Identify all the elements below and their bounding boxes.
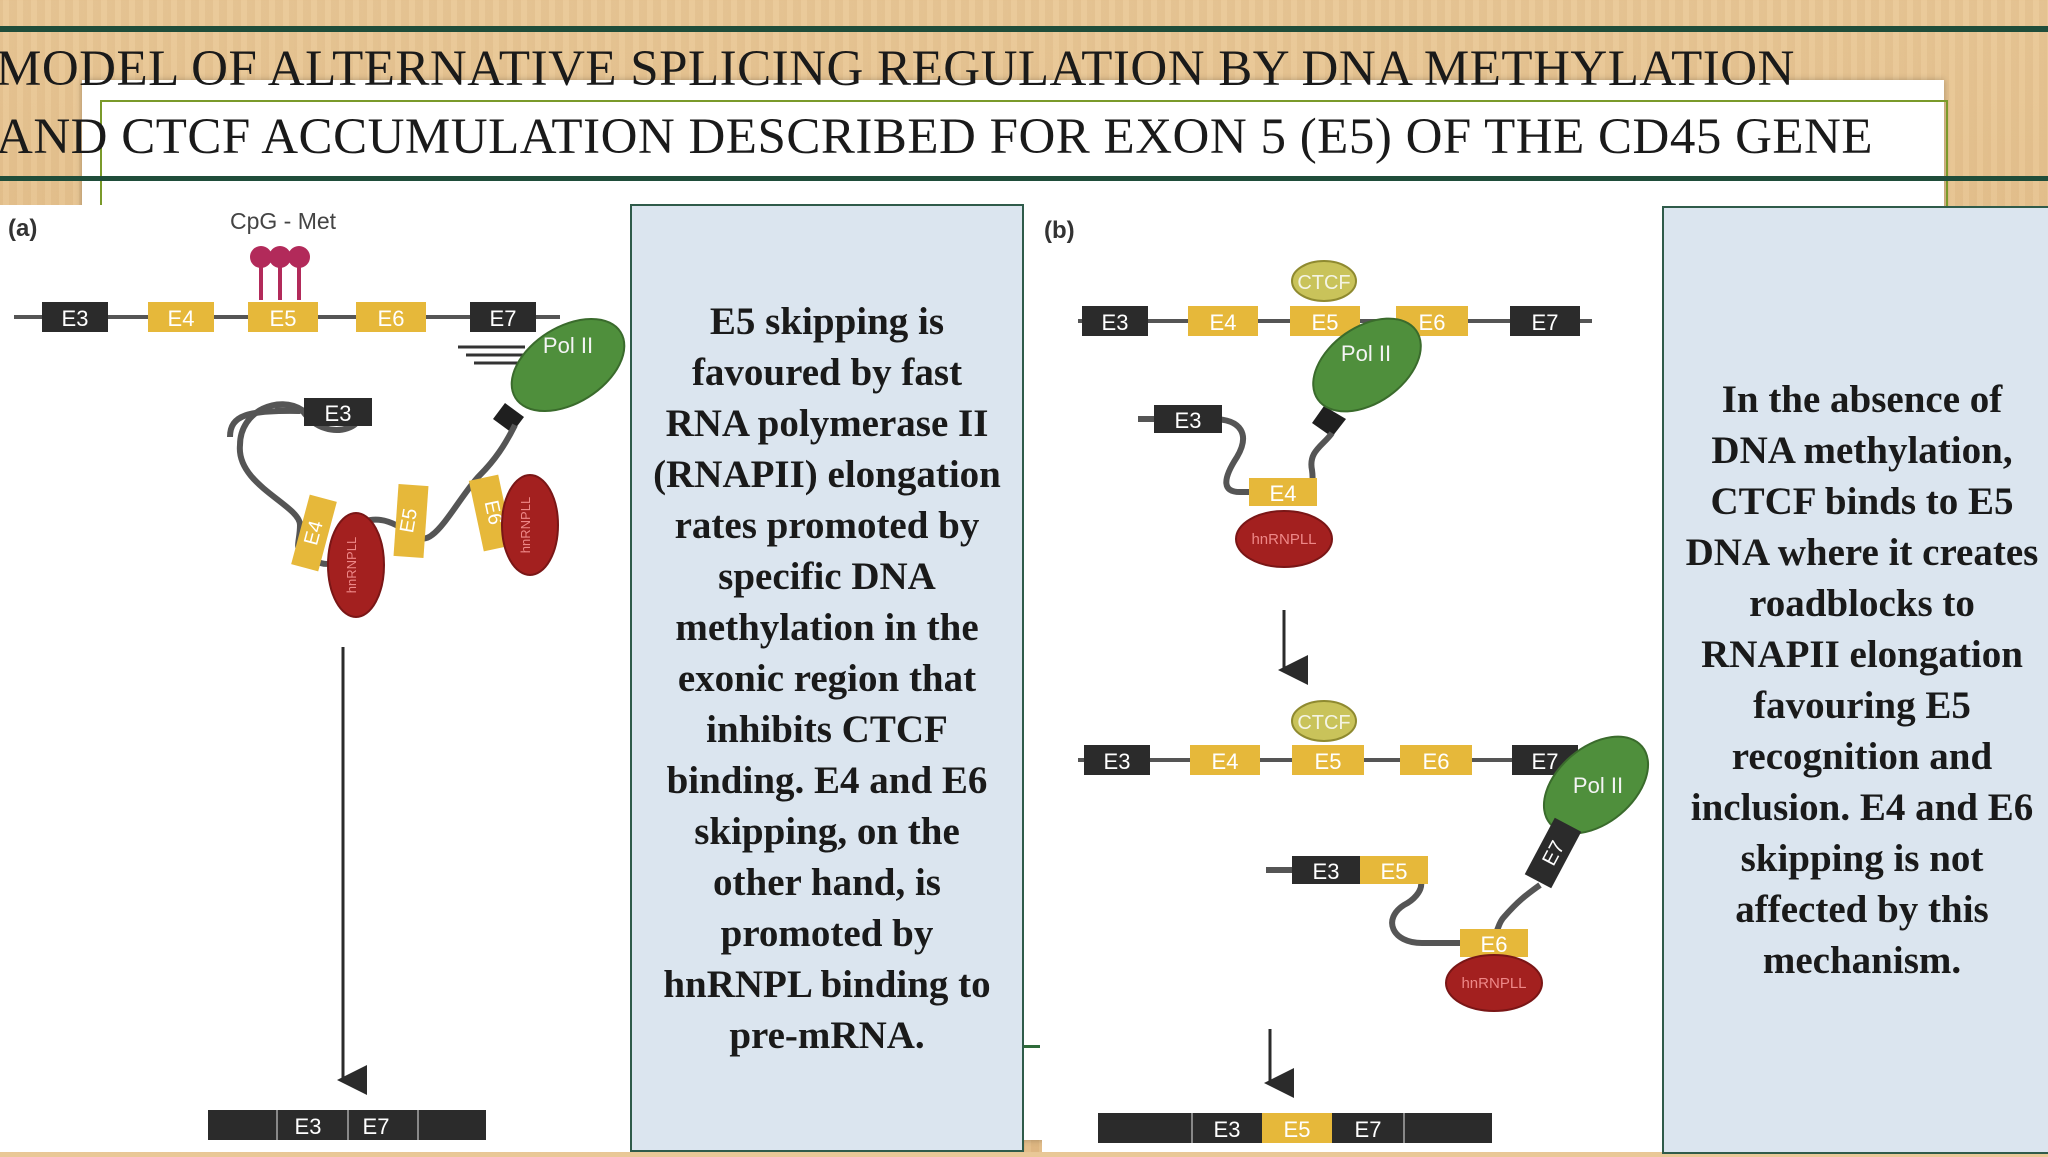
svg-text:E3: E3 (62, 306, 89, 331)
gene-exon-e6: E6 (356, 302, 426, 332)
top-rule (0, 26, 2048, 32)
caption-panel-b: In the absence of DNA methylation, CTCF … (1662, 206, 2048, 1154)
gene-exon-e3: E3 (42, 302, 108, 332)
loop-exon-e5: E5 (393, 484, 429, 558)
svg-text:E3: E3 (1104, 749, 1131, 774)
svg-text:CTCF: CTCF (1297, 712, 1350, 734)
hnrnpl-protein-2: hnRNPLL (501, 474, 559, 576)
spliced-product-a: E3 E7 (208, 1110, 486, 1140)
panel-b-label: (b) (1044, 217, 1075, 244)
svg-text:E7: E7 (1355, 1117, 1382, 1142)
bottom-exon-e3: E3 (1084, 745, 1150, 775)
slide-title-line-1: MODEL OF ALTERNATIVE SPLICING REGULATION… (0, 41, 1795, 97)
svg-text:Pol II: Pol II (543, 333, 593, 358)
svg-text:E7: E7 (363, 1114, 390, 1139)
transcript-exon-e3: E3 (304, 398, 372, 426)
methylation-lollipops (250, 246, 310, 300)
panel-a-diagram: (a) CpG - Met E3 E4 E5 E6 E7 Pol II E3 E… (8, 208, 626, 1140)
top-transcript-exon-e3: E3 (1154, 405, 1222, 433)
svg-text:E6: E6 (1481, 932, 1508, 957)
top-loop-exon-e4: E4 (1249, 478, 1317, 506)
svg-text:E5: E5 (1315, 749, 1342, 774)
svg-text:E5: E5 (1284, 1117, 1311, 1142)
svg-text:hnRNPLL: hnRNPLL (518, 497, 533, 553)
pol-ii-enzyme: Pol II (493, 317, 626, 433)
svg-text:hnRNPLL: hnRNPLL (1251, 531, 1316, 548)
svg-text:E3: E3 (1313, 859, 1340, 884)
figure-panel-a: (a) CpG - Met E3 E4 E5 E6 E7 Pol II E3 E… (0, 205, 630, 1152)
svg-text:Pol II: Pol II (1341, 341, 1391, 366)
svg-text:E5: E5 (396, 507, 422, 535)
top-exon-e7: E7 (1510, 306, 1580, 336)
svg-text:E5: E5 (1312, 310, 1339, 335)
pre-mrna-strand-top (1138, 416, 1335, 496)
hnrnpl-protein-1: hnRNPLL (327, 512, 385, 618)
pol-ii-enzyme-top: Pol II (1312, 317, 1422, 437)
slide-title-line-2: AND CTCF ACCUMULATION DESCRIBED FOR EXON… (0, 109, 1874, 165)
svg-text:E3: E3 (295, 1114, 322, 1139)
transcript-tail (227, 407, 301, 438)
gene-exon-e5: E5 (248, 302, 318, 332)
svg-text:E7: E7 (1532, 310, 1559, 335)
top-exon-e4: E4 (1188, 306, 1258, 336)
loop-exon-e4: E4 (291, 494, 337, 572)
svg-text:E3: E3 (325, 401, 352, 426)
pre-mrna-strand-bottom (1266, 867, 1542, 946)
svg-text:E4: E4 (1270, 481, 1297, 506)
svg-text:E4: E4 (168, 306, 195, 331)
ctcf-protein-bottom: CTCF (1291, 700, 1357, 742)
svg-text:E6: E6 (378, 306, 405, 331)
svg-text:E7: E7 (1532, 749, 1559, 774)
bottom-transcript-exon-e3: E3 (1292, 856, 1360, 884)
ctcf-protein-top: CTCF (1291, 260, 1357, 302)
bottom-exon-e4: E4 (1190, 745, 1260, 775)
svg-text:E3: E3 (1175, 408, 1202, 433)
hnrnpl-protein-bottom: hnRNPLL (1445, 954, 1543, 1012)
svg-text:hnRNPLL: hnRNPLL (1461, 975, 1526, 992)
bottom-pol-exon-e7: E7 (1524, 817, 1582, 889)
top-exon-e3: E3 (1082, 306, 1148, 336)
pol-ii-enzyme-bottom: Pol II (1542, 735, 1650, 835)
svg-text:E3: E3 (1214, 1117, 1241, 1142)
cpg-met-label: CpG - Met (230, 208, 337, 234)
figure-panel-b: (b) CTCF E3 E4 E5 E6 E7 Pol II E3 E4 hnR… (1042, 205, 1662, 1152)
svg-text:CTCF: CTCF (1297, 272, 1350, 294)
gene-exon-e4: E4 (148, 302, 214, 332)
svg-text:E5: E5 (270, 306, 297, 331)
svg-text:E7: E7 (490, 306, 517, 331)
panel-a-label: (a) (8, 215, 37, 242)
bottom-loop-exon-e6: E6 (1460, 929, 1528, 957)
gene-exon-e7: E7 (470, 302, 536, 332)
svg-text:hnRNPLL: hnRNPLL (344, 537, 359, 593)
panel-b-diagram: (b) CTCF E3 E4 E5 E6 E7 Pol II E3 E4 hnR… (1044, 217, 1650, 1143)
svg-text:E6: E6 (1419, 310, 1446, 335)
bottom-transcript-exon-e5: E5 (1360, 856, 1428, 884)
hnrnpl-protein-top: hnRNPLL (1235, 510, 1333, 568)
bottom-exon-e5: E5 (1292, 745, 1364, 775)
title-frame (100, 100, 1948, 210)
caption-panel-a: E5 skipping is favoured by fast RNA poly… (630, 204, 1024, 1152)
svg-text:E4: E4 (1210, 310, 1237, 335)
svg-text:E6: E6 (1423, 749, 1450, 774)
title-rule (0, 176, 2048, 181)
svg-text:E3: E3 (1102, 310, 1129, 335)
divider-accent (1024, 1045, 1040, 1048)
svg-text:Pol II: Pol II (1573, 773, 1623, 798)
svg-text:E5: E5 (1381, 859, 1408, 884)
bottom-exon-e6: E6 (1400, 745, 1472, 775)
svg-text:E4: E4 (1212, 749, 1239, 774)
spliced-product-b: E3 E5 E7 (1098, 1113, 1492, 1143)
